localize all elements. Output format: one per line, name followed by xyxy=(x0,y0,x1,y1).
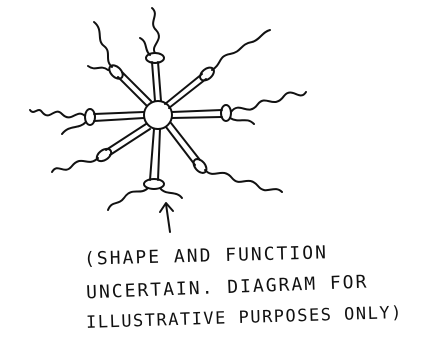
creature-core xyxy=(144,101,172,129)
pointer-arrow-icon xyxy=(160,203,173,232)
creature-tentacles xyxy=(30,8,306,210)
creature-arms xyxy=(85,53,231,189)
